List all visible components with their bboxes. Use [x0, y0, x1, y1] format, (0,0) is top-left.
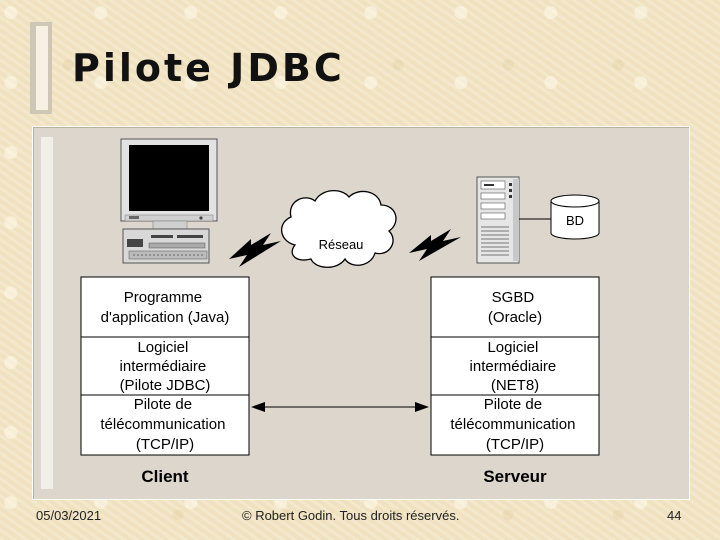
client-layer-app-line-1: Programme — [124, 289, 202, 306]
title-frame-bar-inner — [36, 26, 48, 110]
server-label: Serveur — [483, 467, 547, 486]
server-layer-telecom-line-2: télécommunication — [450, 416, 575, 433]
client-layer-telecom-line-1: Pilote de — [134, 396, 192, 413]
database-cylinder-icon — [550, 194, 600, 240]
network-cloud-icon — [281, 190, 397, 268]
footer-page-number: 44 — [667, 508, 682, 523]
client-layer-middleware-line-3: (Pilote JDBC) — [120, 377, 211, 394]
telecom-double-arrow — [251, 402, 429, 412]
diagram-panel: Réseau — [32, 126, 690, 500]
network-label: Réseau — [319, 237, 364, 252]
client-layer-middleware-line-2: intermédiaire — [120, 358, 207, 375]
client-label: Client — [141, 467, 189, 486]
server-layer-middleware: Logiciel intermédiaire (NET8) — [470, 339, 561, 394]
client-stack-box — [80, 276, 250, 456]
server-layer-telecom: Pilote de télécommunication (TCP/IP) — [450, 396, 579, 453]
slide-title: Pilote JDBC — [72, 46, 345, 90]
server-tower-icon — [476, 176, 520, 264]
client-layer-telecom-line-2: télécommunication — [100, 416, 225, 433]
footer-date: 05/03/2021 — [36, 508, 102, 523]
panel-left-bar — [41, 137, 53, 489]
client-computer-icon — [120, 138, 218, 264]
client-layer-app-line-2: d'application (Java) — [101, 309, 230, 326]
server-layer-middleware-line-1: Logiciel — [487, 339, 538, 356]
server-layer-dbms-line-1: SGBD — [492, 289, 535, 306]
client-layer-telecom-line-3: (TCP/IP) — [136, 436, 194, 453]
right-lightning-bolt — [409, 229, 461, 261]
database-label: BD — [566, 213, 584, 228]
client-layer-middleware: Logiciel intermédiaire (Pilote JDBC) — [120, 339, 211, 394]
footer-copyright: © Robert Godin. Tous droits réservés. — [242, 508, 460, 523]
client-layer-app: Programme d'application (Java) — [101, 289, 230, 326]
server-layer-telecom-line-1: Pilote de — [484, 396, 542, 413]
server-layer-dbms-line-2: (Oracle) — [488, 309, 542, 326]
client-layer-middleware-line-1: Logiciel — [137, 339, 188, 356]
server-layer-middleware-line-3: (NET8) — [491, 377, 539, 394]
server-layer-middleware-line-2: intermédiaire — [470, 358, 557, 375]
client-layer-telecom: Pilote de télécommunication (TCP/IP) — [100, 396, 229, 453]
server-layer-dbms: SGBD (Oracle) — [488, 289, 542, 326]
architecture-diagram: Réseau — [41, 137, 600, 489]
left-lightning-bolt — [229, 233, 281, 267]
server-layer-telecom-line-3: (TCP/IP) — [486, 436, 544, 453]
server-stack-box — [430, 276, 600, 456]
